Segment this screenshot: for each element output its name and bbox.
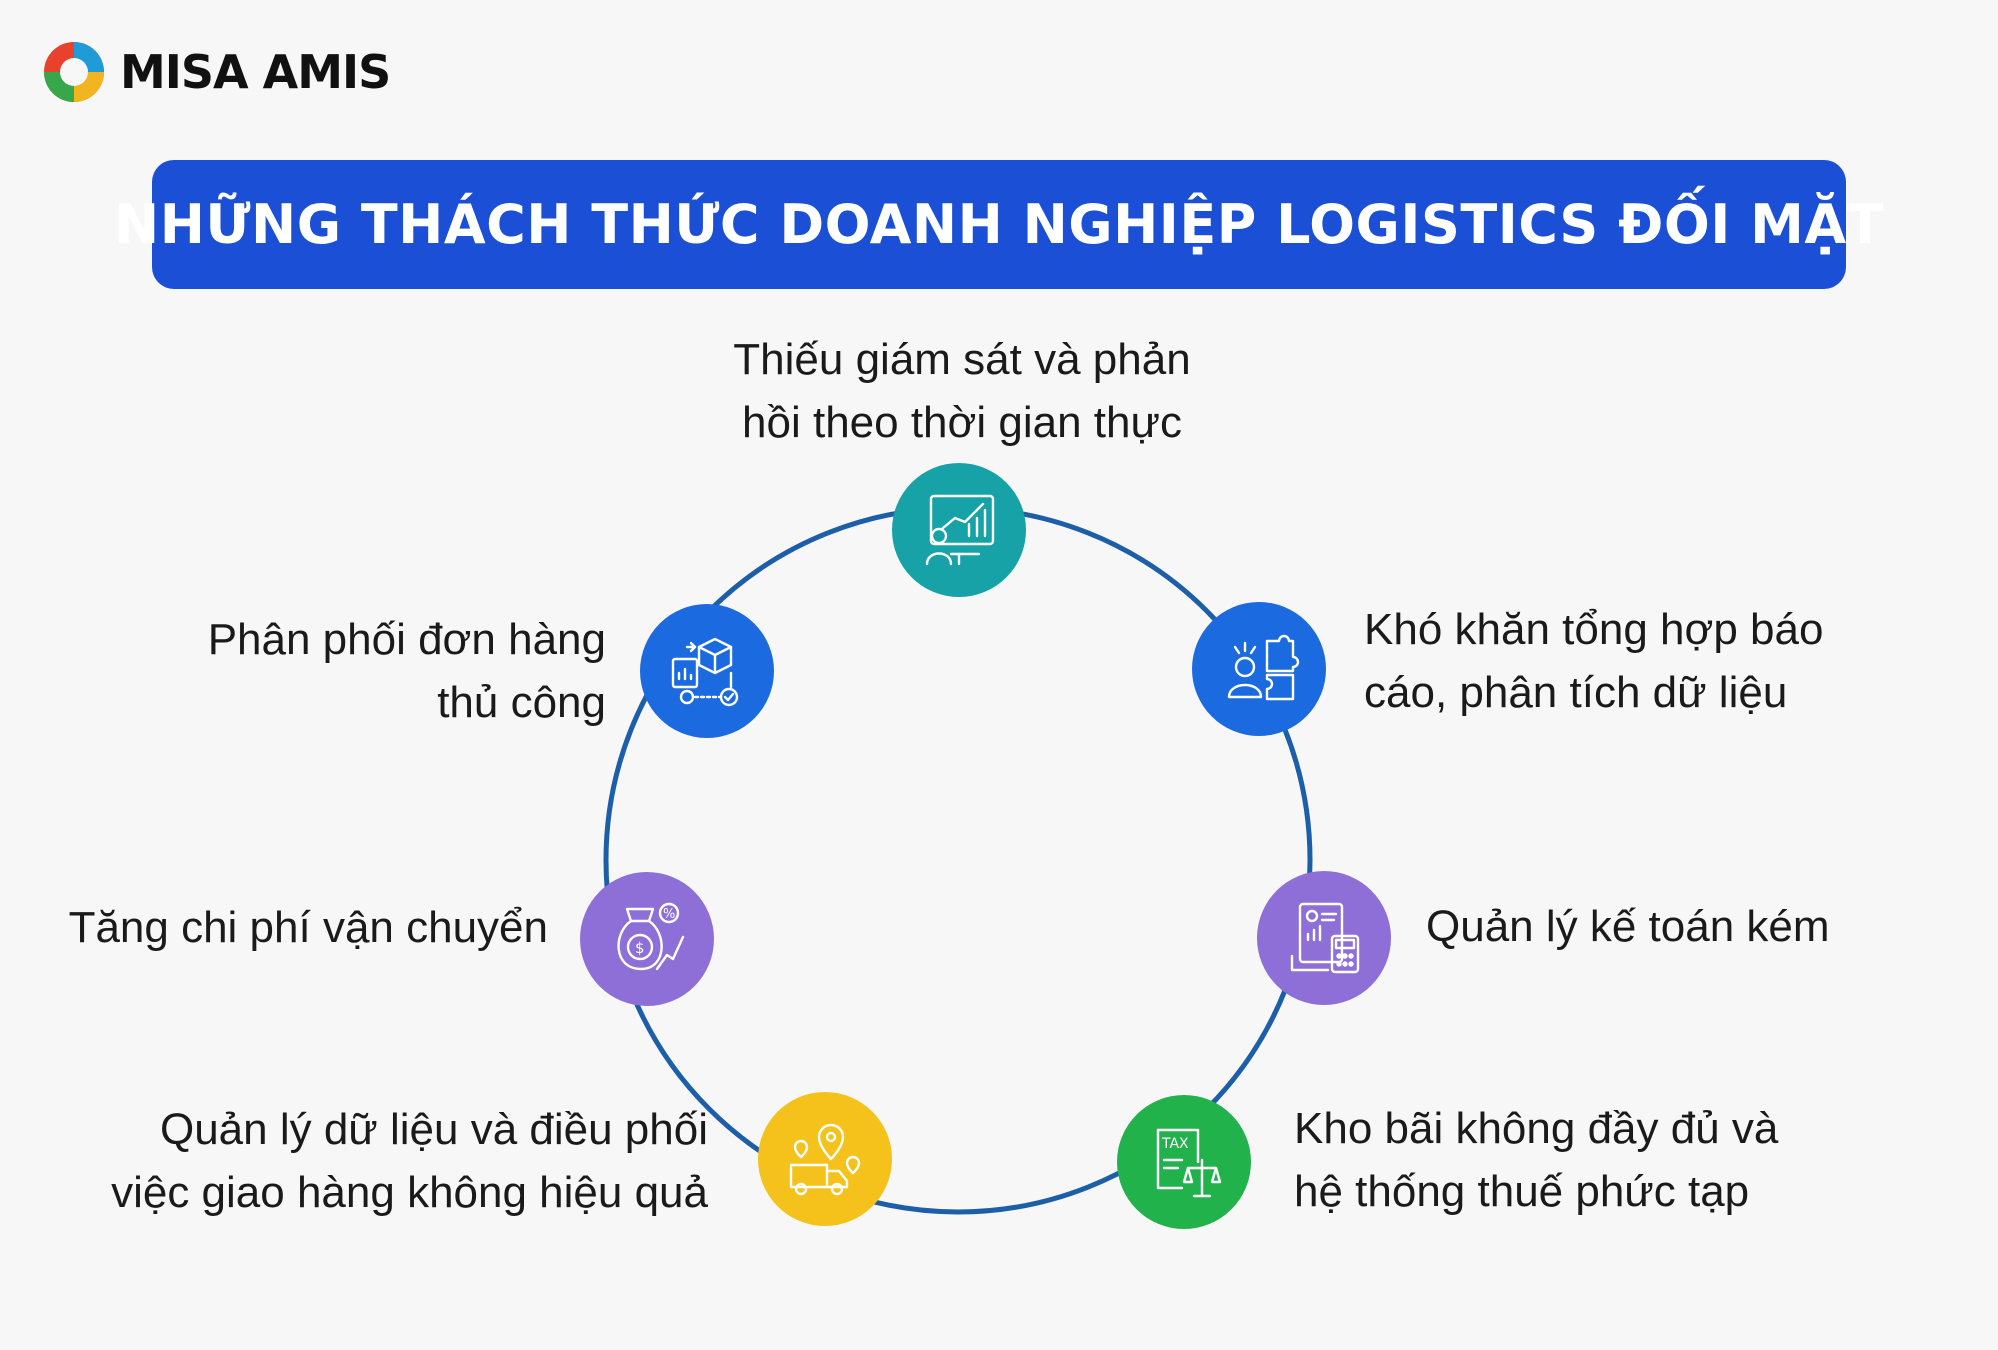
challenge-label-5: Tăng chi phí vận chuyển (68, 903, 548, 952)
title-banner: NHỮNG THÁCH THỨC DOANH NGHIỆP LOGISTICS … (114, 160, 1884, 289)
challenge-label-2: Quản lý kế toán kém (1426, 902, 1830, 951)
challenge-node-report-analysis (1192, 602, 1326, 736)
page-title: NHỮNG THÁCH THỨC DOANH NGHIỆP LOGISTICS … (114, 193, 1885, 256)
svg-text:TAX: TAX (1161, 1136, 1189, 1152)
tax-scale-icon: TAX (1156, 1128, 1222, 1198)
svg-text:$: $ (635, 939, 645, 957)
challenge-node-order-distribution (640, 604, 774, 738)
challenge-node-realtime-monitoring (892, 463, 1026, 597)
order-distribution-box-icon (671, 637, 739, 707)
challenge-label-3: Kho bãi không đầy đủ và hệ thống thuế ph… (1294, 1104, 1779, 1216)
challenge-node-shipping-cost: $ % (580, 872, 714, 1006)
challenge-label-6: Phân phối đơn hàng thủ công (207, 615, 606, 727)
challenge-node-warehouse-tax: TAX (1117, 1095, 1251, 1229)
brand-logo: MISA AMIS (42, 40, 391, 104)
money-bag-percent-icon: $ % (617, 902, 685, 971)
challenge-label-1: Khó khăn tổng hợp báo cáo, phân tích dữ … (1364, 605, 1824, 717)
brand-name: MISA AMIS (120, 45, 391, 99)
misa-logo-icon (44, 42, 104, 102)
svg-text:%: % (663, 907, 675, 922)
analysis-puzzle-icon (1227, 634, 1300, 701)
challenge-node-accounting (1257, 871, 1391, 1005)
challenge-label-0: Thiếu giám sát và phản hồi theo thời gia… (733, 335, 1191, 447)
monitoring-chart-icon (925, 494, 995, 566)
delivery-truck-location-icon (789, 1123, 861, 1196)
accounting-calculator-icon (1290, 902, 1360, 974)
challenge-node-delivery-coordination (758, 1092, 892, 1226)
challenge-label-4: Quản lý dữ liệu và điều phối việc giao h… (111, 1105, 708, 1217)
